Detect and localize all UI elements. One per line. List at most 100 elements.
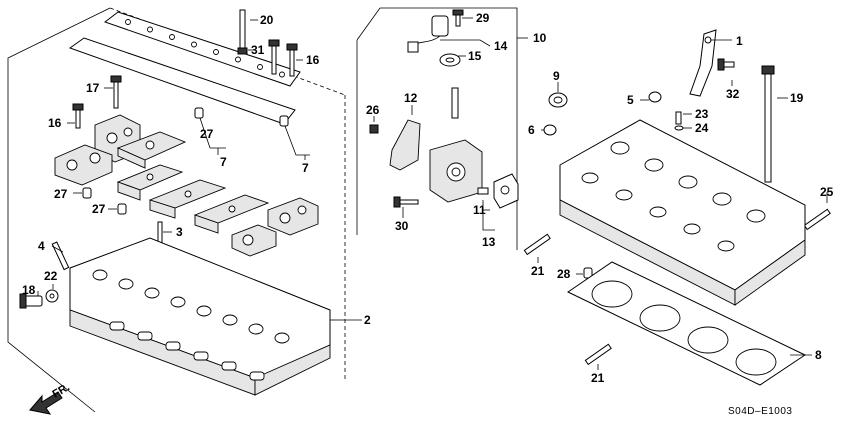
stud-bolt-4 [51, 241, 70, 271]
dowel-pin-27-c [82, 187, 92, 199]
callout-21-bottom: 21 [591, 371, 605, 385]
callout-25: 25 [820, 185, 834, 199]
gasket-hole [257, 64, 263, 70]
bolt-17 [110, 75, 122, 109]
bolt-26 [369, 124, 379, 134]
camshaft-cap-row-a [116, 164, 184, 201]
cam-journal [610, 141, 630, 155]
callout-1: 1 [736, 34, 743, 48]
camshaft-cap-row-d [267, 197, 319, 236]
callout-20: 20 [260, 13, 274, 27]
callout-6: 6 [528, 123, 535, 137]
callout-3: 3 [176, 225, 183, 239]
callout-26: 26 [366, 103, 380, 117]
callout-32: 32 [726, 87, 740, 101]
front-direction-arrow: FR. [29, 381, 72, 415]
sensor-23 [675, 111, 682, 125]
valve-pocket [196, 305, 212, 317]
gasket-hole [125, 19, 131, 25]
port-opening [137, 331, 153, 341]
dowel-pin-27-a [194, 107, 204, 119]
gasket-hole [213, 49, 219, 55]
callout-27-a: 27 [200, 127, 214, 141]
valve-pocket [222, 314, 238, 326]
callout-27-b: 27 [54, 187, 68, 201]
valve-pocket [248, 323, 264, 335]
port-opening [109, 321, 125, 331]
callout-15: 15 [468, 49, 482, 63]
left-assembly-frame [7, 7, 362, 413]
callout-4: 4 [38, 239, 45, 253]
vtc-solenoid-valve [429, 139, 483, 203]
callout-30: 30 [395, 219, 409, 233]
callout-27-c: 27 [92, 202, 106, 216]
gasket-hole [235, 56, 241, 63]
camshaft-cap-row-e [231, 224, 277, 257]
callout-7-left: 7 [220, 155, 227, 169]
bolt-31 [268, 39, 280, 75]
bolt-30 [393, 196, 419, 208]
camshaft-holder-gasket-lower [68, 37, 296, 125]
camshaft-cap-row-c [193, 194, 270, 234]
gasket-hole [191, 41, 197, 48]
cam-journal [678, 175, 698, 189]
callout-21-top: 21 [531, 264, 545, 278]
leader-lines [37, 17, 828, 370]
valve-pocket [92, 269, 108, 281]
callout-9: 9 [553, 69, 560, 83]
port-opening [165, 341, 181, 351]
stud-bolt-20 [237, 9, 248, 55]
bolt-18 [19, 293, 43, 309]
stud-bolt-21-top [523, 233, 551, 256]
callout-17: 17 [86, 81, 100, 95]
camshaft-cap-row-b [148, 179, 227, 219]
camshaft-cap-left [54, 144, 113, 186]
dowel-pin-27-b [279, 115, 289, 127]
callout-13: 13 [482, 235, 496, 249]
diagram-code: S04D–E1003 [728, 406, 793, 417]
filter-13 [477, 187, 489, 195]
cylinder-head-right [559, 119, 806, 306]
callout-labels: 1 2 3 4 5 6 7 7 8 9 10 11 12 13 14 15 16… [22, 11, 834, 385]
gasket-15 [439, 53, 461, 67]
plug-5 [648, 91, 662, 103]
bolt-16-right [286, 43, 298, 77]
callout-14: 14 [494, 39, 508, 53]
cam-journal [683, 223, 701, 235]
callout-24: 24 [695, 121, 709, 135]
gasket-hole [279, 71, 285, 78]
dowel-pin-27-d [117, 203, 127, 215]
valve-pocket [118, 278, 134, 290]
cam-journal [644, 158, 664, 172]
callout-29: 29 [476, 11, 490, 25]
cam-journal [615, 189, 633, 201]
port-opening [193, 351, 209, 361]
port-opening [221, 361, 237, 371]
callout-16-left: 16 [48, 116, 62, 130]
cylinder-head-gasket [567, 261, 807, 386]
callout-16-right: 16 [306, 53, 320, 67]
callout-18: 18 [22, 283, 36, 297]
solenoid-connector [407, 15, 449, 53]
head-bolt-19 [761, 65, 775, 183]
callout-11: 11 [473, 203, 486, 217]
bolt-16-left [72, 103, 84, 129]
callout-8: 8 [815, 348, 822, 362]
stud-bolt-25 [803, 208, 831, 231]
gasket-11 [493, 173, 519, 209]
cam-journal [649, 206, 667, 218]
callout-23: 23 [695, 107, 709, 121]
callout-12: 12 [404, 91, 418, 105]
camshaft-holder-gasket-upper [103, 11, 301, 87]
valve-pocket [170, 296, 186, 308]
callout-19: 19 [790, 91, 804, 105]
vtc-solenoid-frame [356, 7, 528, 250]
callout-5: 5 [627, 93, 634, 107]
cam-journal [581, 172, 599, 184]
camshaft-holder-middle [116, 131, 187, 169]
callout-10: 10 [533, 31, 547, 45]
bracket-1 [689, 29, 717, 97]
valve-pocket [274, 332, 290, 344]
plug-6 [543, 124, 557, 136]
